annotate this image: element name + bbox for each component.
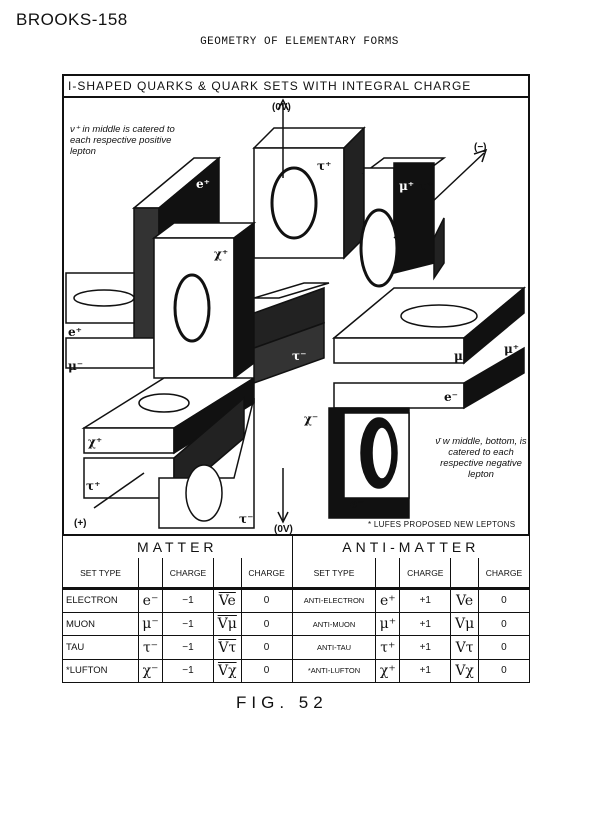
figure-banner: I-SHAPED QUARKS & QUARK SETS WITH INTEGR… [62, 74, 530, 98]
block-label: χ⁺ [214, 247, 228, 261]
table-row: TAU τ⁻ −1 Vτ 0 ANTI-TAU τ⁺ +1 Vτ 0 [61, 635, 531, 660]
block-label: τ⁻ [292, 349, 306, 363]
note-negative-lepton: ν̄ w middle, bottom, is catered to each … [435, 436, 527, 480]
set-type: ANTI-ELECTRON [291, 587, 377, 614]
neutrino: Ve [450, 587, 479, 614]
symbol: χ⁺ [375, 658, 401, 684]
note-lufes: * LUFES PROPOSED NEW LEPTONS [368, 520, 516, 529]
neutrino: Vμ [450, 612, 479, 637]
axis-label-right: (−) [474, 142, 487, 153]
block-label: μ⁺ [454, 349, 469, 363]
block-label: μ⁺ [399, 179, 414, 193]
block-label: χ⁺ [88, 435, 102, 449]
block-label: χ⁻ [304, 412, 318, 426]
axis-label-top: (0V) [272, 102, 291, 113]
axis-label-left: (+) [74, 518, 87, 529]
left-middle-block [151, 221, 257, 380]
symbol: τ⁺ [375, 635, 401, 660]
set-type: ANTI-MUON [291, 612, 377, 637]
center-top-block [252, 126, 366, 260]
charge: −1 [161, 612, 214, 637]
block-label: τ⁺ [419, 179, 433, 193]
neutrino: Vχ [450, 658, 479, 684]
nu-charge: 0 [240, 635, 293, 660]
nu-charge: 0 [477, 658, 531, 684]
charge: +1 [399, 635, 452, 660]
table-row: ELECTRON e⁻ −1 Ve 0 ANTI-ELECTRON e⁺ +1 … [61, 587, 531, 614]
set-type: *ANTI-LUFTON [291, 658, 377, 684]
neutrino: Vχ [212, 658, 242, 684]
block-label: τ⁺ [86, 479, 100, 493]
symbol: τ⁻ [138, 635, 163, 660]
nu-charge: 0 [477, 587, 531, 614]
quark-diagram: e⁺ τ⁺ χ⁺ μ⁺ e⁺ τ⁺ μ⁺ χ⁺ τ⁺ e⁻ τ⁻ e⁻ μ⁻ χ… [65, 98, 527, 534]
header-charge: CHARGE [399, 558, 452, 590]
nu-charge: 0 [477, 612, 531, 637]
block-label: e⁺ [68, 325, 82, 339]
header-charge: CHARGE [477, 558, 531, 590]
table-row: MUON μ⁻ −1 Vμ 0 ANTI-MUON μ⁺ +1 Vμ 0 [61, 612, 531, 637]
neutrino: Vτ [450, 635, 479, 660]
lepton-table: MATTER ANTI-MATTER SET TYPE CHARGE CHARG… [61, 535, 531, 684]
symbol: e⁺ [375, 587, 401, 614]
block-label: τ⁺ [317, 159, 331, 173]
symbol: μ⁺ [375, 612, 401, 637]
block-label: μ⁺ [504, 342, 519, 356]
set-type: *LUFTON [61, 658, 140, 684]
nu-charge: 0 [240, 612, 293, 637]
symbol: μ⁻ [138, 612, 163, 637]
nu-charge: 0 [477, 635, 531, 660]
nu-charge: 0 [240, 658, 293, 684]
symbol: e⁻ [138, 587, 163, 614]
set-type: TAU [61, 635, 140, 660]
symbol: χ⁻ [138, 658, 163, 684]
note-positive-lepton: ν⁺ in middle is catered to each respecti… [70, 124, 175, 157]
antimatter-title: ANTI-MATTER [291, 535, 531, 559]
charge: −1 [161, 587, 214, 614]
header-set-type: SET TYPE [61, 558, 140, 590]
header-charge: CHARGE [161, 558, 214, 590]
block-label: e⁺ [196, 177, 210, 191]
charge: +1 [399, 658, 452, 684]
neutrino: Ve [212, 587, 242, 614]
charge: −1 [161, 658, 214, 684]
charge: +1 [399, 587, 452, 614]
charge: +1 [399, 612, 452, 637]
set-type: MUON [61, 612, 140, 637]
right-top-block [359, 157, 447, 288]
matter-title: MATTER [62, 535, 293, 559]
block-label: e⁻ [350, 497, 364, 511]
page-id: BROOKS-158 [16, 10, 128, 29]
header-set-type: SET TYPE [291, 558, 377, 590]
table-row: *LUFTON χ⁻ −1 Vχ 0 *ANTI-LUFTON χ⁺ +1 Vχ… [61, 658, 531, 684]
header-charge: CHARGE [240, 558, 293, 590]
neutrino: Vμ [212, 612, 242, 637]
set-type: ELECTRON [61, 587, 140, 614]
block-label: e⁻ [444, 390, 458, 404]
figure-label: FIG. 52 [236, 693, 328, 712]
figure-frame [62, 74, 530, 536]
charge: −1 [161, 635, 214, 660]
block-label: τ⁻ [239, 512, 253, 526]
neutrino: Vτ [212, 635, 242, 660]
set-type: ANTI-TAU [291, 635, 377, 660]
block-label: μ⁻ [68, 359, 83, 373]
nu-charge: 0 [240, 587, 293, 614]
document-title: GEOMETRY OF ELEMENTARY FORMS [200, 36, 399, 48]
axis-label-bottom: (0V) [274, 524, 293, 534]
